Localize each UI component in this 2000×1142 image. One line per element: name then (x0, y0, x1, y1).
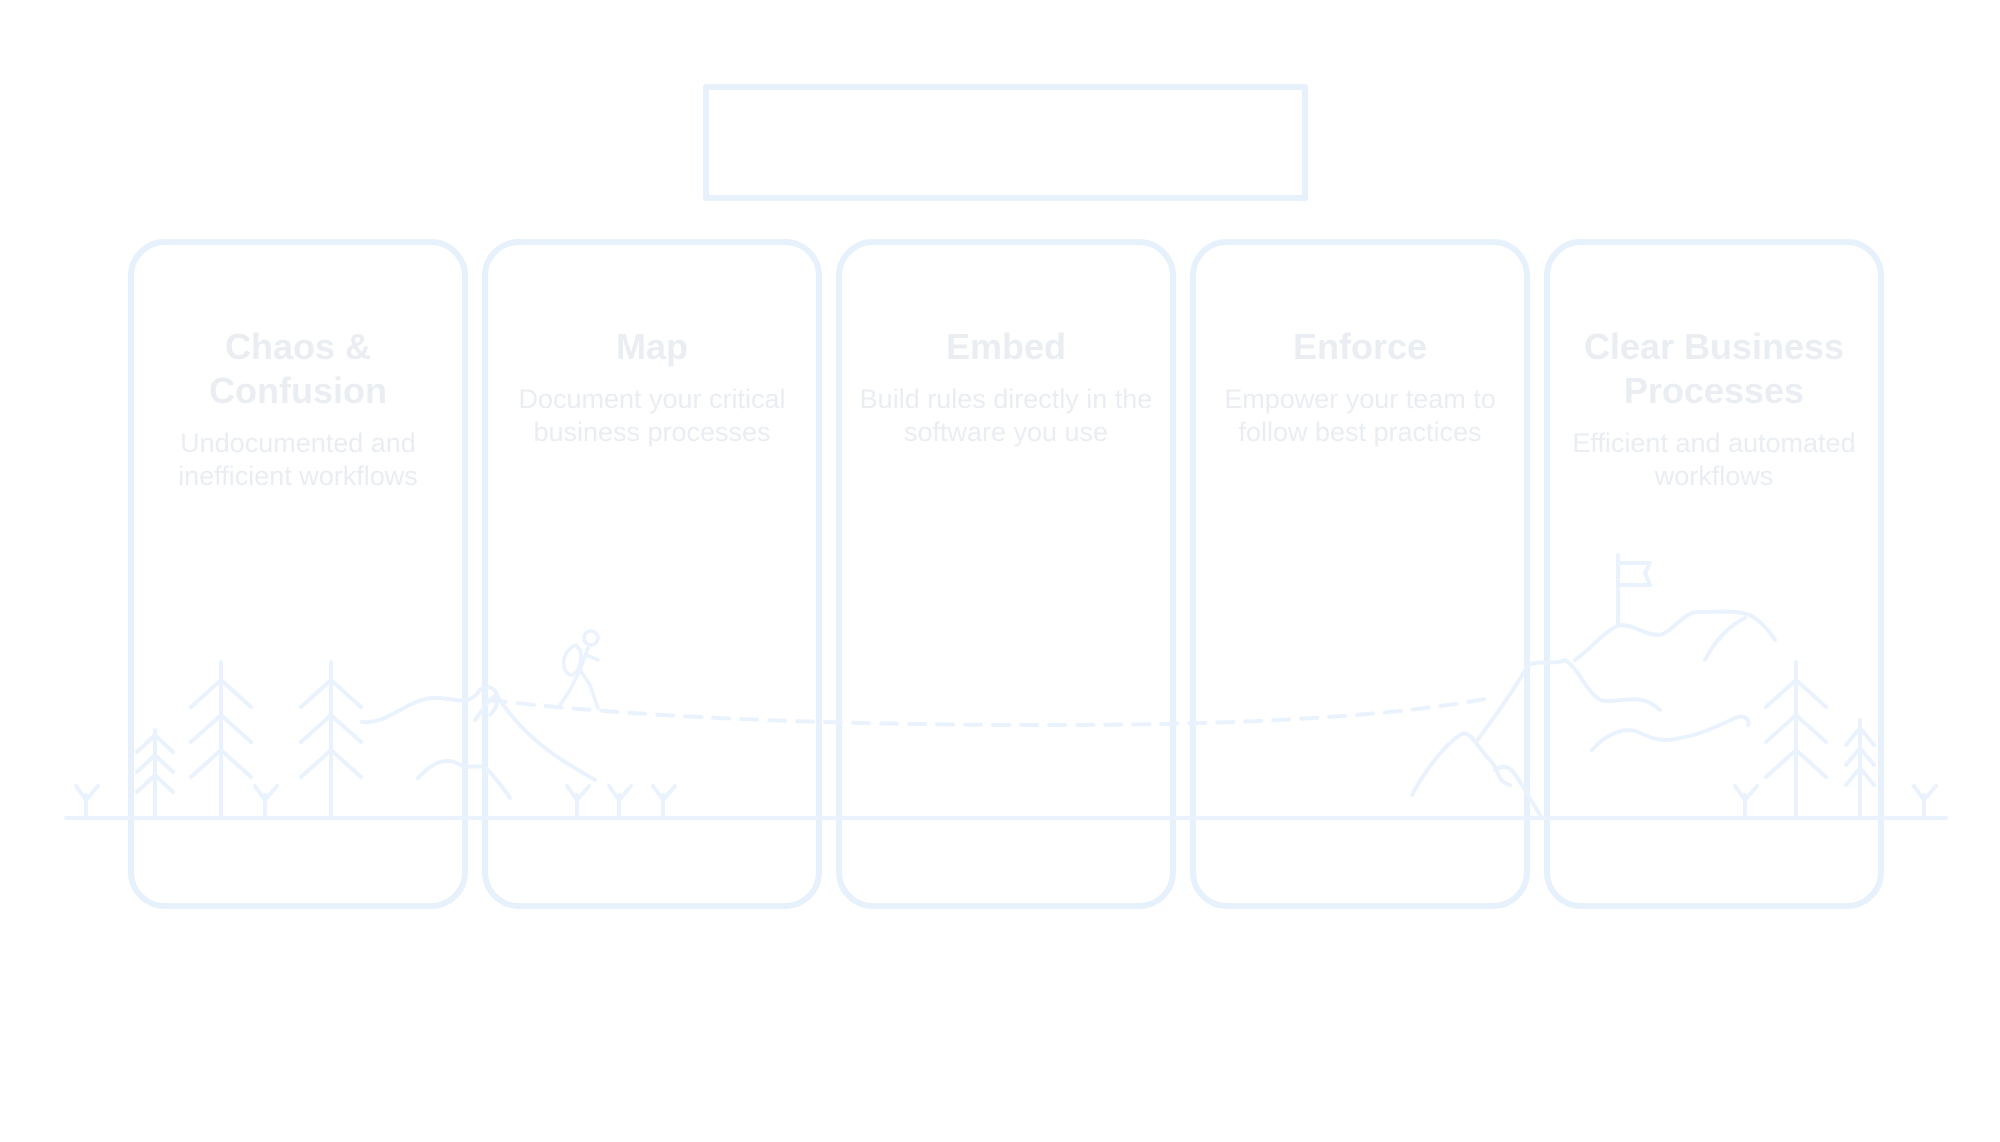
stage-card-3: Embed Build rules directly in the softwa… (856, 325, 1156, 449)
pine-tree-icon (299, 660, 363, 820)
header-box-frame (703, 84, 1308, 201)
grass-tuft-icon (651, 784, 677, 820)
stage-title: Enforce (1292, 326, 1428, 367)
grass-tuft-icon (74, 784, 100, 820)
stage-title: Embed (945, 326, 1067, 367)
card-frame-2 (482, 239, 822, 909)
mountain-icon (1703, 616, 1747, 662)
stage-card-1: Chaos & Confusion Undocumented and ineff… (148, 325, 448, 493)
hill-icon (360, 685, 500, 725)
grass-tuft-icon (1733, 784, 1759, 820)
flag-icon (1616, 553, 1652, 628)
mountain-icon (1474, 658, 1662, 744)
header-box (703, 85, 1304, 199)
card-frame-3 (836, 239, 1176, 909)
mountain-icon (473, 694, 597, 782)
stage-description: Build rules directly in the software you… (859, 384, 1153, 447)
pine-tree-icon (189, 660, 253, 820)
stage-description: Empower your team to follow best practic… (1224, 384, 1496, 447)
grass-tuft-icon (607, 784, 633, 820)
stage-title: Chaos & Confusion (209, 326, 387, 411)
grass-tuft-icon (253, 784, 279, 820)
mountain-icon (1410, 731, 1512, 797)
stage-card-5: Clear Business Processes Efficient and a… (1564, 325, 1864, 493)
mountain-icon (1493, 764, 1542, 817)
pine-tree-icon (1764, 660, 1828, 820)
pine-tree-icon (135, 728, 175, 820)
hill-icon (416, 758, 512, 800)
grass-tuft-icon (565, 784, 591, 820)
stage-description: Efficient and automated workflows (1572, 428, 1856, 491)
grass-tuft-icon (1912, 784, 1938, 820)
path-dashed-line (488, 696, 1492, 727)
hill-icon (1590, 714, 1751, 752)
card-frame-5 (1544, 239, 1884, 909)
stage-title: Clear Business Processes (1583, 326, 1845, 411)
pine-tree-icon (1844, 718, 1876, 820)
hiker-icon (558, 629, 600, 710)
stage-description: Document your critical business processe… (518, 384, 786, 447)
stage-card-2: Map Document your critical business proc… (502, 325, 802, 449)
stage-description: Undocumented and inefficient workflows (178, 428, 418, 491)
card-frame-1 (128, 239, 468, 909)
stage-title: Map (616, 326, 688, 367)
stage-card-4: Enforce Empower your team to follow best… (1210, 325, 1510, 449)
card-frame-4 (1190, 239, 1530, 909)
